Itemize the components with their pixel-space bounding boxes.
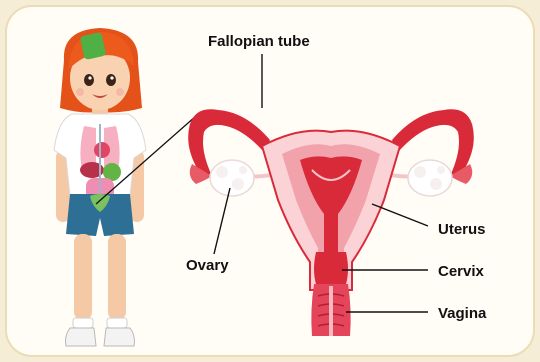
label-vagina: Vagina [438, 305, 487, 322]
label-ovary: Ovary [186, 257, 229, 274]
girl-shoe-right [104, 328, 135, 346]
girl-leg-left [74, 234, 92, 320]
spine-line [99, 124, 101, 196]
girl-sock-right [107, 318, 127, 328]
girl-eye-left [84, 74, 94, 86]
girl-leg-right [108, 234, 126, 320]
girl-sock-left [73, 318, 93, 328]
girl-eye-shine-left [88, 76, 91, 79]
cervix-shape [314, 252, 348, 284]
vaginal-canal [329, 286, 333, 336]
girl-eye-right [106, 74, 116, 86]
ovary-left [210, 160, 254, 196]
label-fallopian-tube: Fallopian tube [208, 33, 310, 50]
ovary-right [408, 160, 452, 196]
girl-cheek-right [116, 88, 124, 96]
heart-icon [94, 142, 110, 158]
girl-cheek-left [76, 88, 84, 96]
girl-shoe-left [66, 328, 97, 346]
label-uterus: Uterus [438, 221, 486, 238]
girl-eye-shine-right [110, 76, 113, 79]
label-cervix: Cervix [438, 263, 485, 280]
